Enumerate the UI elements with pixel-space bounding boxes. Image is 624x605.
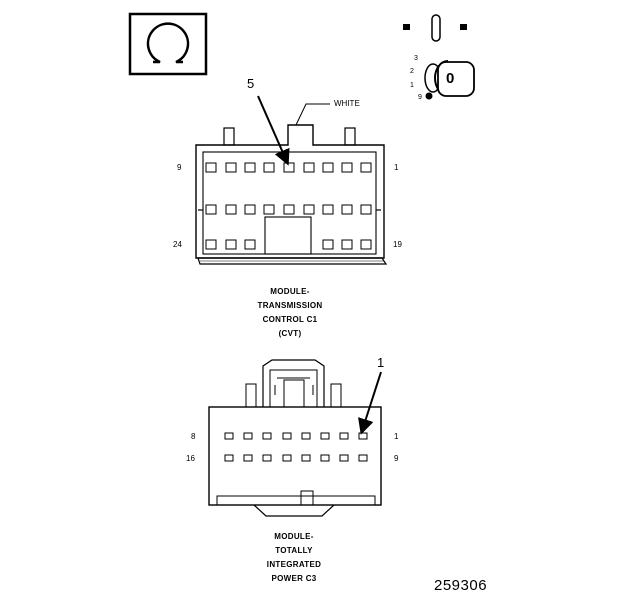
connector-c3 [208,359,382,517]
c3-caption-line-3: INTEGRATED [266,560,322,569]
ignition-position-9: 9 [418,94,422,101]
c3-caption-line-1: MODULE- [274,532,314,541]
c3-pin-cavity [339,432,349,440]
c1-pin-cavity [322,239,334,250]
c3-caption-line-4: POWER C3 [271,574,317,583]
c1-pin-cavity [205,239,217,250]
c3-pin-cavity [224,454,234,462]
c1-pin-cavity [360,239,372,250]
callout-arrow-c3 [358,371,382,435]
c1-pin-cavity [303,204,315,215]
c1-pin-cavity [225,239,237,250]
c3-pin-label-16: 16 [186,454,195,463]
c1-pin-cavity [341,204,353,215]
c1-pin-label-24: 24 [173,240,182,249]
c1-pin-cavities [205,162,372,250]
c3-pin-cavity [320,454,330,462]
c3-pin-cavity [243,432,253,440]
c3-pin-cavity [262,454,272,462]
c1-pin-cavity [360,204,372,215]
c1-pin-cavity [283,204,295,215]
c1-pin-cavity [205,204,217,215]
callout-arrow-c1 [257,95,290,166]
c3-pin-cavity [282,432,292,440]
c1-pin-cavity [205,162,217,173]
c3-pin-cavity [301,454,311,462]
c1-pin-cavity [225,204,237,215]
c1-pin-cavity [341,239,353,250]
c1-pin-cavity [322,204,334,215]
c3-caption-line-2: TOTALLY [275,546,313,555]
c3-pin-cavity [320,432,330,440]
c1-pin-label-9: 9 [177,163,182,172]
c1-pin-label-1: 1 [394,163,399,172]
c3-pin-cavity [358,432,368,440]
c1-pin-cavity [303,162,315,173]
c1-caption-line-3: CONTROL C1 [262,315,318,324]
c1-pin-cavity [225,162,237,173]
c1-pin-cavity [263,204,275,215]
c1-pin-cavity [244,162,256,173]
ignition-position-3: 3 [414,55,418,62]
c3-pin-label-9: 9 [394,454,399,463]
c1-pin-cavity [244,204,256,215]
c3-pin-cavity [282,454,292,462]
ignition-key-off-icon [403,14,475,100]
c1-caption-line-2: TRANSMISSION [257,301,323,310]
callout-number-c1: 5 [247,76,255,91]
c3-pin-cavity [358,454,368,462]
c1-pin-cavity [322,162,334,173]
ohm-icon [128,12,208,76]
c3-pin-label-1: 1 [394,432,399,441]
ignition-position-1: 1 [410,82,414,89]
c3-pin-cavity [243,454,253,462]
c1-pin-cavity [244,239,256,250]
ignition-position-2: 2 [410,68,414,75]
c3-pin-cavity [262,432,272,440]
c3-pin-cavity [339,454,349,462]
wire-color-label: WHITE [334,99,360,108]
c1-pin-label-19: 19 [393,240,402,249]
c1-pin-cavity [283,162,295,173]
c3-pin-cavity [224,432,234,440]
c1-pin-cavity [341,162,353,173]
c3-pin-cavities [224,432,368,462]
figure-number: 259306 [434,577,488,594]
c1-caption-line-1: MODULE- [270,287,310,296]
c1-pin-cavity [360,162,372,173]
c3-pin-label-8: 8 [191,432,196,441]
c1-caption-line-4: (CVT) [278,329,302,338]
white-wire-leader [295,103,330,126]
callout-number-c3: 1 [377,355,385,370]
connector-c1 [195,124,388,265]
c1-pin-cavity [263,162,275,173]
c3-pin-cavity [301,432,311,440]
ignition-key-label: 0 [446,70,455,87]
